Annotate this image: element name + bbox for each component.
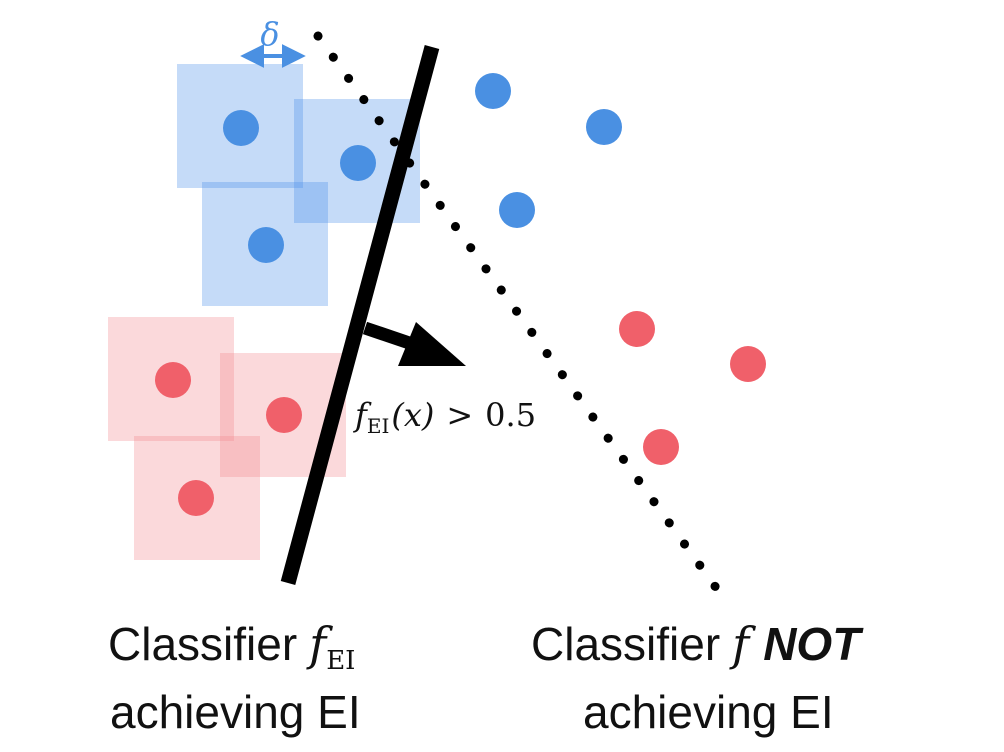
left-caption-word: Classifier [108, 618, 297, 670]
right-caption-not: NOT [763, 618, 864, 670]
red-point [155, 362, 191, 398]
red-point [619, 311, 655, 347]
red-point [730, 346, 766, 382]
delta-label: δ [260, 15, 279, 53]
right-caption-line2: achieving EI [583, 686, 834, 738]
right-caption-fn: f [729, 617, 756, 671]
red-point [178, 480, 214, 516]
red-point [643, 429, 679, 465]
formula-relation: > [446, 396, 473, 434]
formula-value: 0.5 [485, 396, 536, 434]
right-caption-word: Classifier [531, 618, 720, 670]
red-points [155, 311, 766, 516]
decision-formula: fEI(x)>0.5 [353, 396, 536, 438]
red-point [266, 397, 302, 433]
blue-point [475, 73, 511, 109]
delta-indicator: δ [240, 15, 306, 68]
decision-arrow [362, 321, 466, 366]
formula-sub: EI [367, 414, 390, 438]
solid-classifier-fei-line [280, 45, 440, 585]
blue-point [586, 109, 622, 145]
blue-delta-boxes [177, 64, 420, 306]
blue-points [223, 73, 622, 263]
blue-point [340, 145, 376, 181]
left-caption-line2: achieving EI [110, 686, 361, 738]
blue-point [499, 192, 535, 228]
dotted-classifier-f-line [313, 31, 727, 601]
formula-arg: (x) [391, 396, 434, 434]
blue-point [223, 110, 259, 146]
decision-arrow-head [398, 322, 466, 366]
blue-point [248, 227, 284, 263]
left-caption-sub: EI [326, 646, 355, 676]
